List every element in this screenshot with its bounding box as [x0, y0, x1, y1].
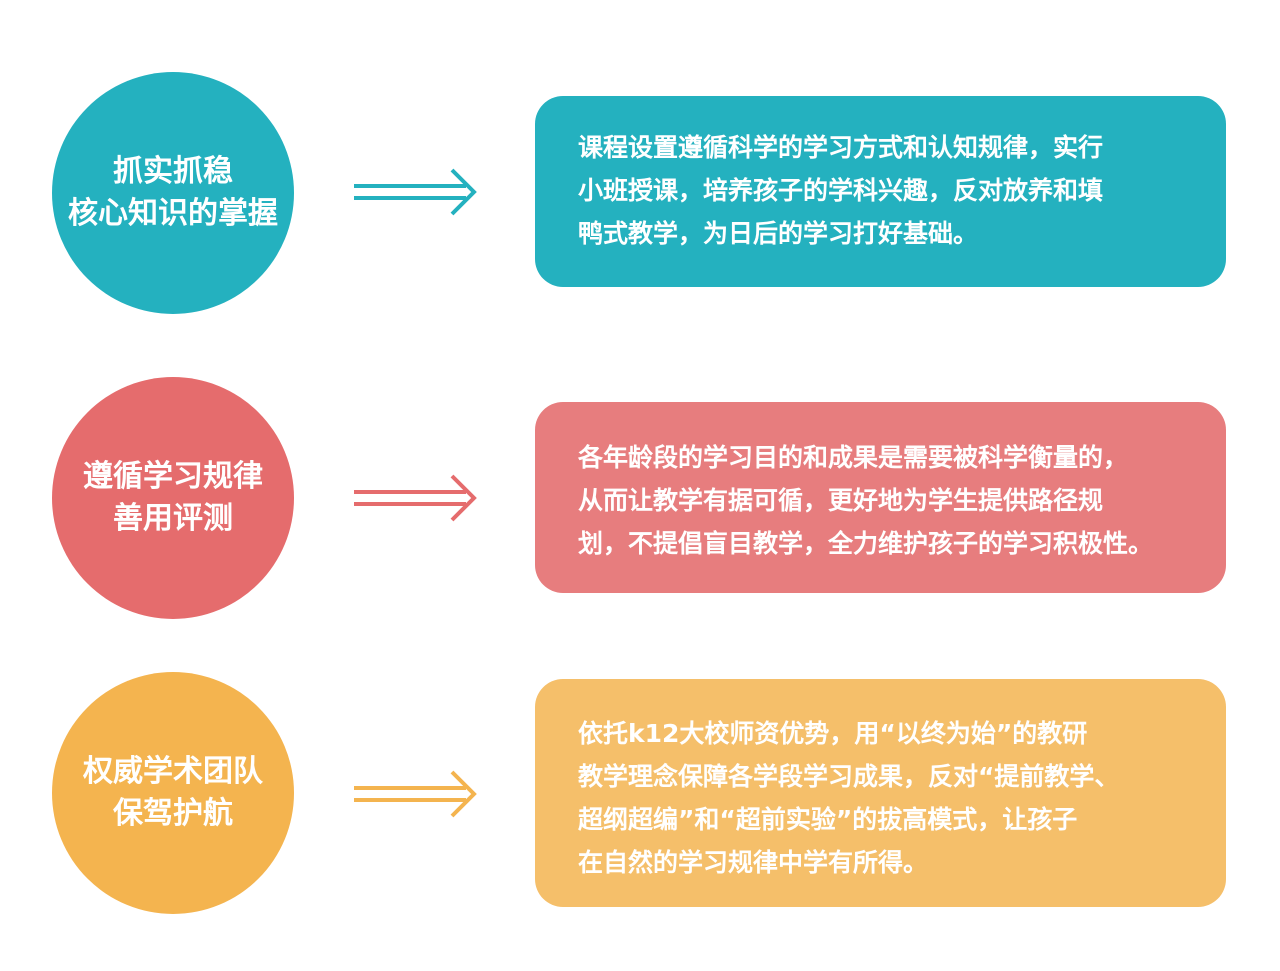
- description-line: 小班授课，培养孩子的学科兴趣，反对放养和填: [578, 176, 1104, 205]
- description-line: 课程设置遵循科学的学习方式和认知规律，实行: [578, 133, 1104, 162]
- circle-line: 权威学术团队: [83, 754, 263, 789]
- circle-line: 保驾护航: [113, 796, 233, 831]
- description-line: 超纲超编”和“超前实验”的拔高模式，让孩子: [578, 805, 1078, 834]
- circle-line: 核心知识的掌握: [68, 196, 278, 231]
- circle-line: 善用评测: [113, 501, 233, 536]
- double-arrow-icon: [354, 168, 477, 216]
- description-line: 鸭式教学，为日后的学习打好基础。: [578, 219, 979, 248]
- description-box: 课程设置遵循科学的学习方式和认知规律，实行 小班授课，培养孩子的学科兴趣，反对放…: [535, 96, 1226, 287]
- circle-evaluation: 遵循学习规律 善用评测: [52, 377, 294, 619]
- circle-knowledge: 抓实抓稳 核心知识的掌握: [52, 72, 294, 314]
- description-line: 划，不提倡盲目教学，全力维护孩子的学习积极性。: [578, 529, 1154, 558]
- description-line: 在自然的学习规律中学有所得。: [578, 848, 929, 877]
- circle-academic-team: 权威学术团队 保驾护航: [52, 672, 294, 914]
- description-line: 各年龄段的学习目的和成果是需要被科学衡量的，: [578, 443, 1129, 472]
- description-box: 各年龄段的学习目的和成果是需要被科学衡量的， 从而让教学有据可循，更好地为学生提…: [535, 402, 1226, 593]
- double-arrow-icon: [354, 474, 477, 522]
- circle-line: 遵循学习规律: [83, 459, 263, 494]
- description-line: 教学理念保障各学段学习成果，反对“提前教学、: [578, 762, 1120, 791]
- description-line: 依托k12大校师资优势，用“以终为始”的教研: [578, 719, 1088, 748]
- circle-line: 抓实抓稳: [113, 154, 233, 189]
- description-line: 从而让教学有据可循，更好地为学生提供路径规: [578, 486, 1104, 515]
- double-arrow-icon: [354, 770, 477, 818]
- description-box: 依托k12大校师资优势，用“以终为始”的教研 教学理念保障各学段学习成果，反对“…: [535, 679, 1226, 907]
